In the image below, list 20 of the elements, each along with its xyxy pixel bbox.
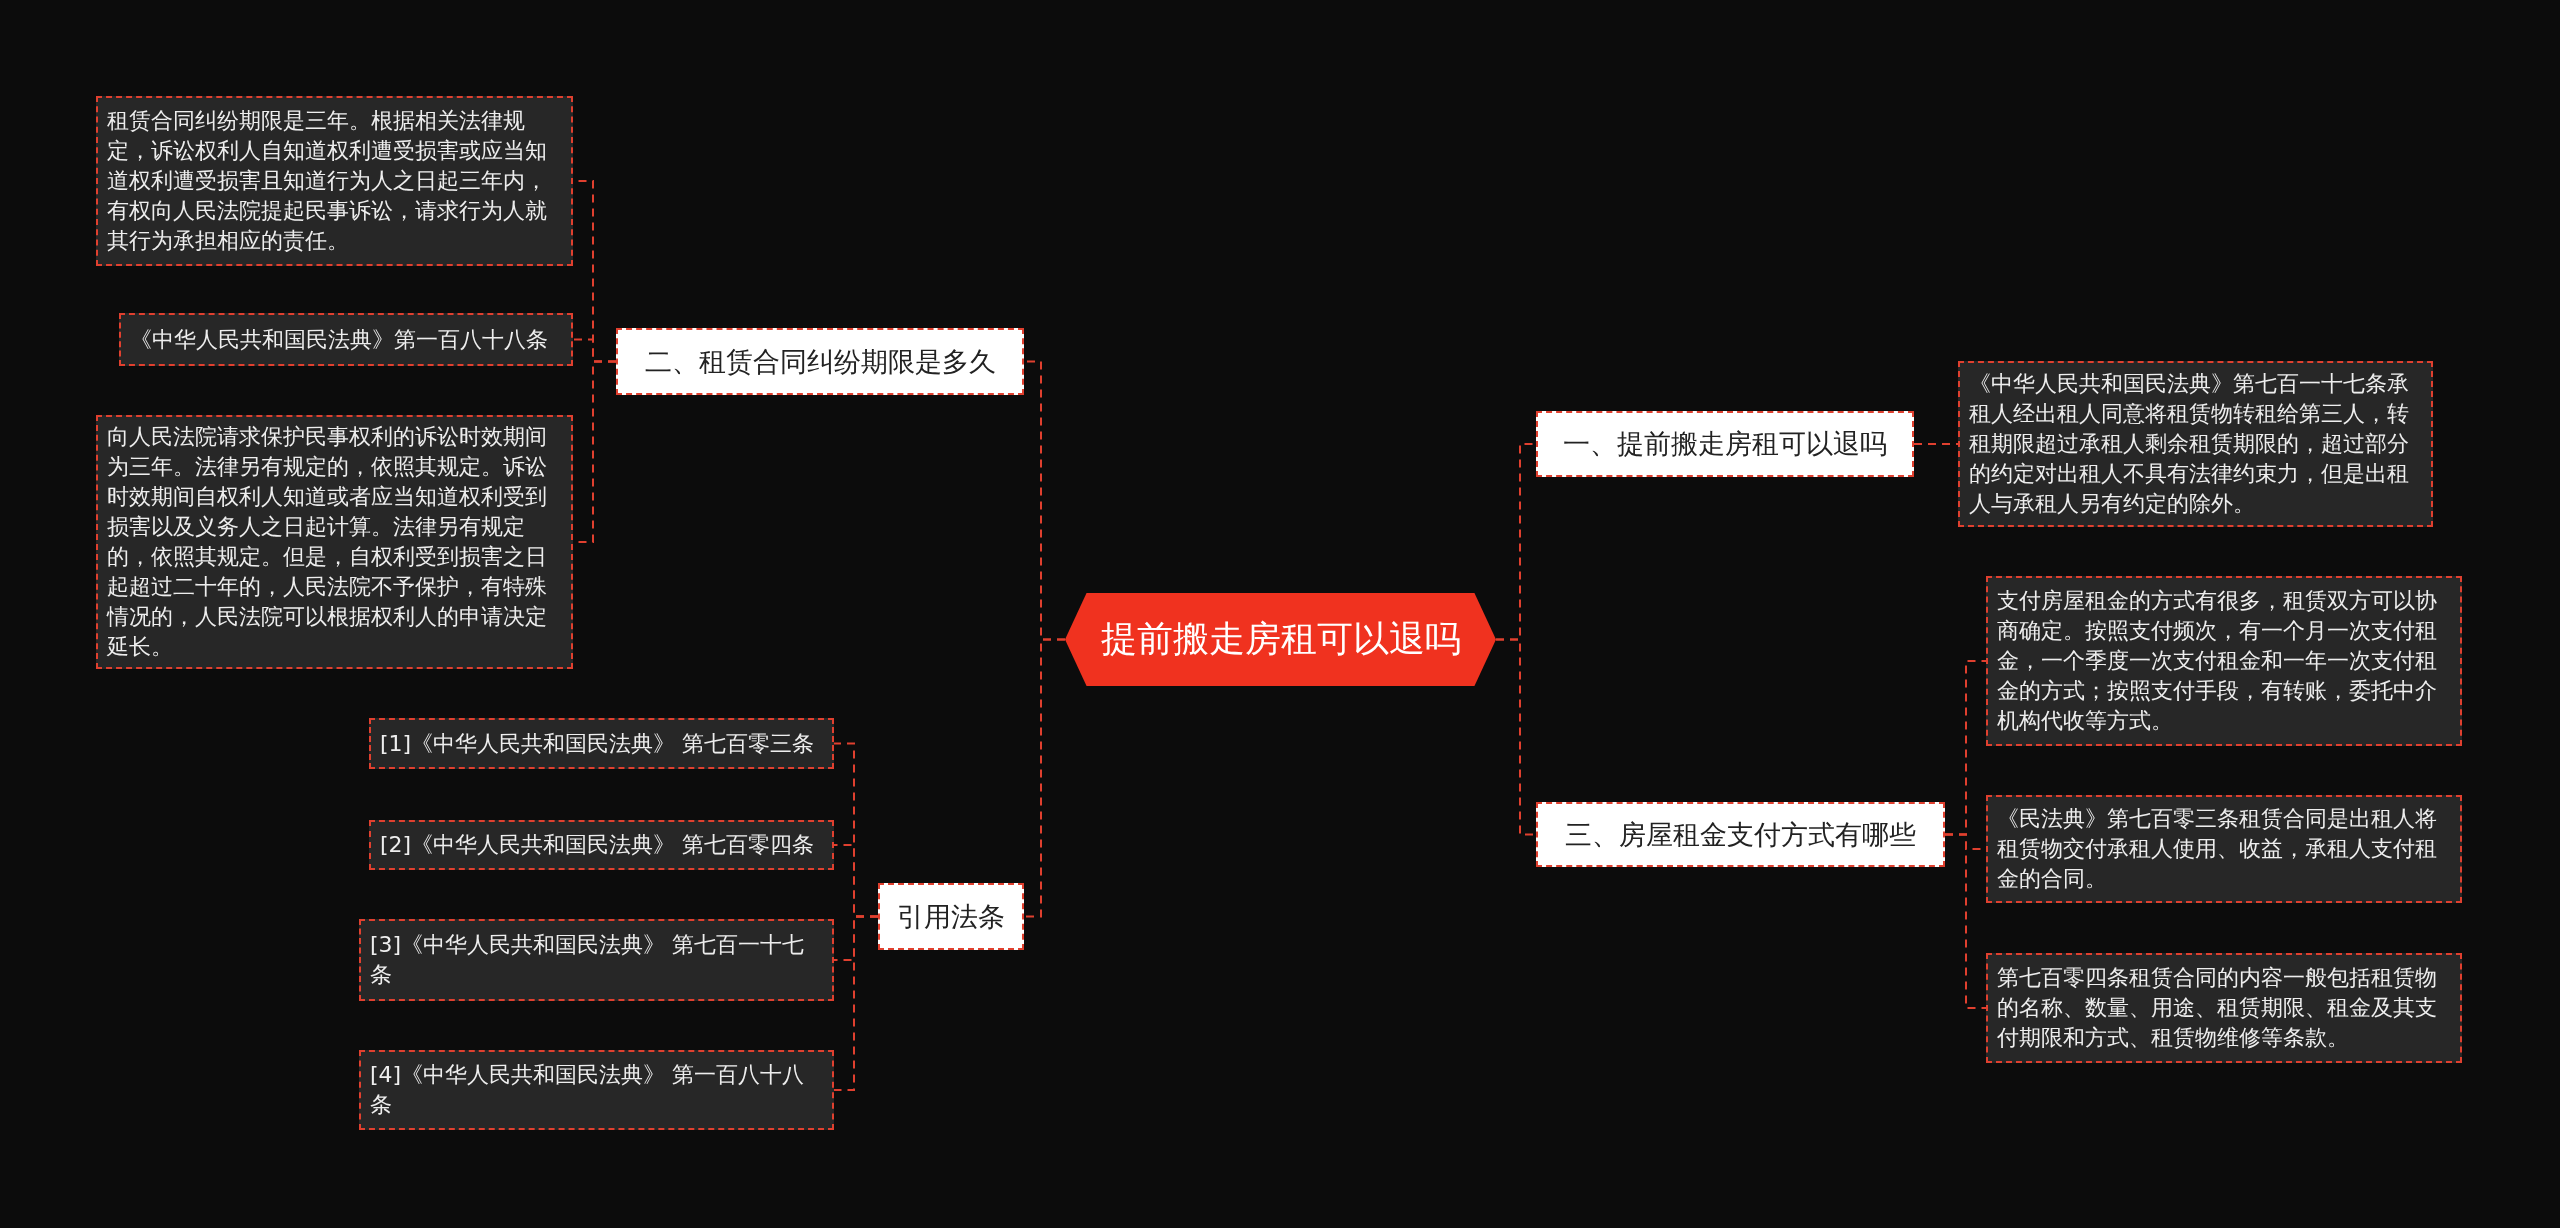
note-box: 《中华人民共和国民法典》第七百一十七条承租人经出租人同意将租赁物转租给第三人，转租期限超过承租人剩余租赁期限的，超过部分的约定对出租人不具有法律约束力，但是出租人与承租人另有约定的除外。 (1958, 361, 2433, 527)
topic-box: 一、提前搬走房租可以退吗 (1536, 411, 1914, 477)
connector (1944, 833, 1987, 1009)
connector (1913, 443, 1959, 445)
topic-box: 二、租赁合同纠纷期限是多久 (616, 328, 1024, 395)
central-topic: 提前搬走房租可以退吗 (1065, 593, 1496, 686)
note-box: [1]《中华人民共和国民法典》 第七百零三条 (369, 718, 834, 769)
note-box: [2]《中华人民共和国民法典》 第七百零四条 (369, 820, 834, 870)
note-box: 《民法典》第七百零三条租赁合同是出租人将租赁物交付承租人使用、收益，承租人支付租金的合同。 (1986, 795, 2462, 903)
note-box: 向人民法院请求保护民事权利的诉讼时效期间为三年。法律另有规定的，依照其规定。诉讼时效期间自权利人知道或者应当知道权利受到损害以及义务人之日起计算。法律另有规定的，依照其规定。但是，自权利受到损害之日起超过二十年的，人民法院不予保护，有特殊情况的，人民法院可以根据权利人的申请决定延长。 (96, 415, 573, 669)
connector (1023, 638, 1066, 918)
note-box: [4]《中华人民共和国民法典》 第一百八十八条 (359, 1050, 834, 1130)
topic-box: 三、房屋租金支付方式有哪些 (1536, 802, 1945, 867)
note-box: 第七百零四条租赁合同的内容一般包括租赁物的名称、数量、用途、租赁期限、租金及其支付期限和方式、租赁物维修等条款。 (1986, 953, 2462, 1063)
connector (833, 915, 879, 1091)
note-box: [3]《中华人民共和国民法典》 第七百一十七条 (359, 919, 834, 1001)
topic-box: 引用法条 (878, 883, 1024, 950)
note-box: 《中华人民共和国民法典》第一百八十八条 (119, 313, 573, 366)
note-box: 支付房屋租金的方式有很多，租赁双方可以协商确定。按照支付频次，有一个月一次支付租金，一个季度一次支付租金和一年一次支付租金的方式；按照支付手段，有转账，委托中介机构代收等方式。 (1986, 576, 2462, 746)
note-box: 租赁合同纠纷期限是三年。根据相关法律规定，诉讼权利人自知道权利遭受损害或应当知道权利遭受损害且知道行为人之日起三年内，有权向人民法院提起民事诉讼，请求行为人就其行为承担相应的责任。 (96, 96, 573, 266)
